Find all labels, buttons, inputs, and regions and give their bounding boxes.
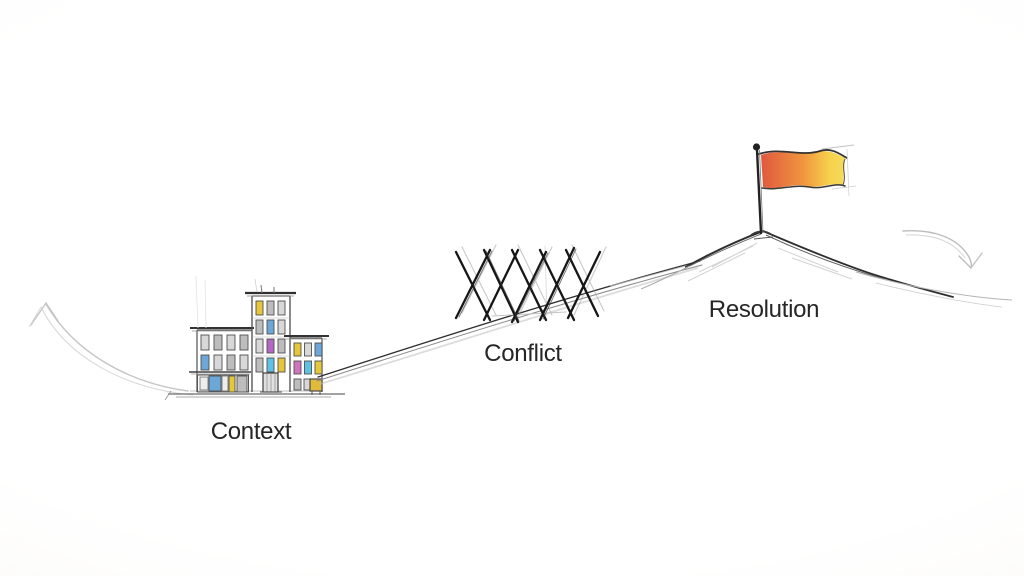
window-pane	[293, 378, 302, 391]
curved-arrow-up-left-icon	[28, 302, 194, 396]
window-pane	[213, 354, 223, 371]
window-pane-yellow	[277, 357, 286, 373]
stage-labels: Context Conflict Resolution	[211, 296, 820, 445]
building-right-wing	[284, 335, 329, 395]
conflict-label: Conflict	[484, 340, 562, 367]
resolution-label: Resolution	[709, 296, 819, 323]
barrier-double-strokes	[458, 248, 577, 322]
building-tower	[245, 278, 296, 393]
window-pane	[239, 354, 249, 371]
building-left-wing	[189, 275, 254, 393]
window-pane-blue	[266, 319, 275, 335]
ground-line	[164, 390, 345, 401]
storefront-pane-yellow	[228, 375, 236, 393]
hill-shading-strokes	[687, 242, 853, 282]
window-pane	[266, 300, 275, 316]
journey-path	[316, 260, 703, 385]
window-pane	[277, 338, 286, 354]
window-pane-cyan	[266, 357, 275, 373]
window-pane-yellow	[255, 300, 264, 316]
yellow-kiosk	[309, 378, 323, 392]
window-pane	[255, 319, 264, 335]
window-pane-yellow	[293, 342, 302, 357]
window-pane-blue	[200, 354, 210, 371]
curved-arrow-down-right-icon	[902, 230, 983, 269]
storefront-pane	[221, 375, 229, 392]
flag-pole-knob	[752, 143, 761, 151]
entrance-door	[262, 372, 279, 393]
window-pane-blue	[314, 342, 323, 357]
flag-on-hill-icon	[752, 143, 857, 235]
window-pane	[304, 342, 312, 357]
window-pane-magenta	[266, 338, 275, 354]
window-pane	[226, 334, 236, 351]
window-pane-cyan	[304, 360, 312, 375]
window-pane	[226, 354, 236, 371]
storefront-frame	[197, 374, 249, 393]
window-pane	[255, 357, 264, 373]
storefront-pane-blue	[208, 375, 222, 392]
window-pane-yellow	[314, 360, 323, 375]
window-pane	[239, 334, 249, 351]
flag-banner	[761, 151, 845, 189]
building-sketch-icon	[164, 275, 345, 401]
crossed-x-barrier-icon	[454, 244, 607, 324]
hill-sketch	[640, 230, 1013, 308]
window-pane	[277, 319, 286, 335]
window-pane	[200, 334, 210, 351]
barrier-x-strokes	[454, 246, 602, 324]
storefront-door	[236, 375, 248, 393]
window-pane	[213, 334, 223, 351]
storefront-pane	[199, 376, 209, 391]
window-pane-pink	[293, 360, 302, 375]
context-label: Context	[211, 418, 292, 445]
window-pane	[255, 338, 264, 354]
window-pane	[277, 300, 286, 316]
flag-pole	[755, 148, 763, 235]
